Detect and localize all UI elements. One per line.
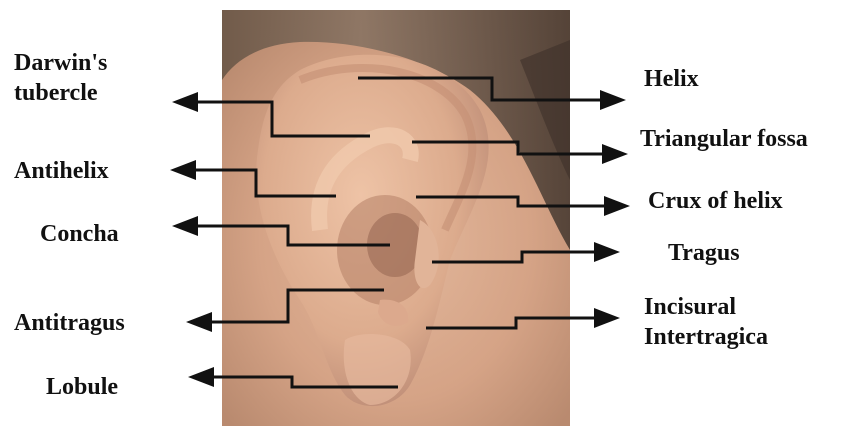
label-incisural-intertragica-line2: Intertragica bbox=[644, 322, 768, 352]
arrowhead-incisural-intertragica bbox=[594, 308, 620, 328]
label-incisural-intertragica: Incisural Intertragica bbox=[644, 292, 768, 352]
arrowhead-lobule bbox=[188, 367, 214, 387]
label-antitragus: Antitragus bbox=[14, 308, 125, 338]
arrowhead-triangular-fossa bbox=[602, 144, 628, 164]
label-incisural-intertragica-line1: Incisural bbox=[644, 292, 768, 322]
arrowhead-crux-of-helix bbox=[604, 196, 630, 216]
arrowhead-tragus bbox=[594, 242, 620, 262]
label-tragus: Tragus bbox=[668, 238, 740, 268]
label-lobule: Lobule bbox=[46, 372, 118, 402]
label-darwins-tubercle: Darwin's tubercle bbox=[14, 48, 107, 108]
arrowhead-antihelix bbox=[170, 160, 196, 180]
label-darwins-tubercle-line2: tubercle bbox=[14, 78, 107, 108]
arrowhead-antitragus bbox=[186, 312, 212, 332]
label-darwins-tubercle-line1: Darwin's bbox=[14, 48, 107, 78]
label-triangular-fossa: Triangular fossa bbox=[640, 124, 808, 154]
label-helix: Helix bbox=[644, 64, 699, 94]
ear-photo bbox=[222, 10, 570, 426]
label-concha: Concha bbox=[40, 219, 119, 249]
label-antihelix: Antihelix bbox=[14, 156, 109, 186]
label-crux-of-helix: Crux of helix bbox=[648, 186, 783, 216]
arrowhead-concha bbox=[172, 216, 198, 236]
arrowhead-helix bbox=[600, 90, 626, 110]
arrowhead-darwins-tubercle bbox=[172, 92, 198, 112]
